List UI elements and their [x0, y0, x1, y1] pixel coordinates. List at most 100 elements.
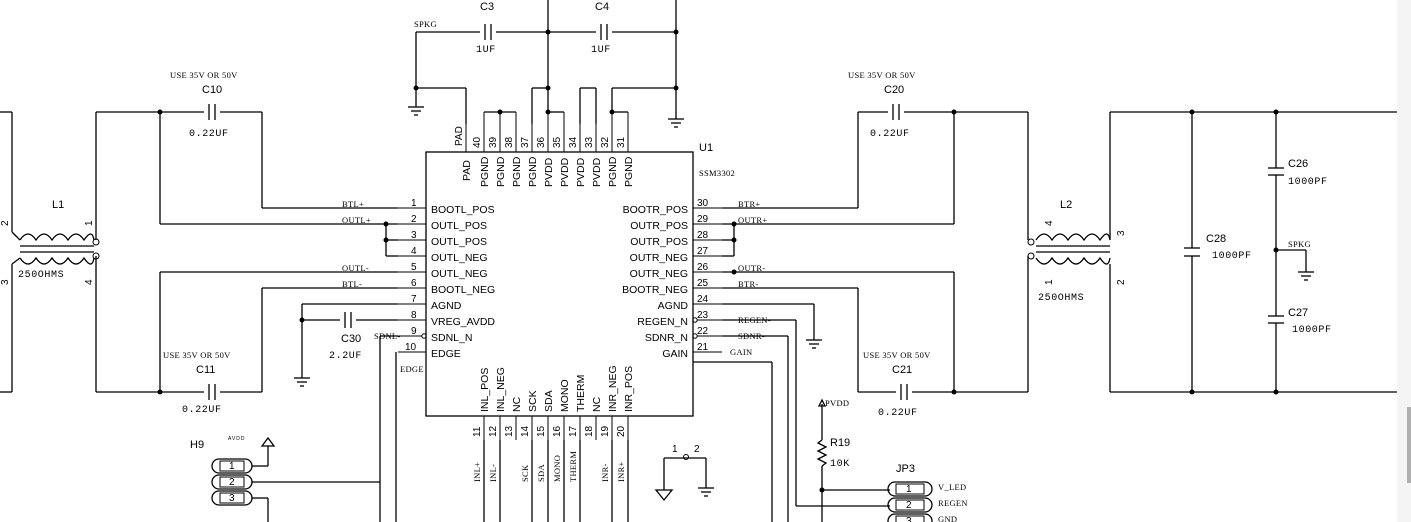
- spkg-net-top: SPKG: [414, 19, 437, 29]
- l2-pin-3: 3: [1116, 230, 1127, 236]
- pin-num-40: 40: [472, 136, 483, 148]
- jumper-pin-2: 2: [694, 444, 700, 455]
- net-mono: MONO: [552, 455, 562, 482]
- pin-name-pad: PAD: [461, 160, 473, 181]
- pin-num-3: 3: [411, 230, 417, 241]
- pin-num-16: 16: [552, 425, 563, 437]
- pin-name-27: OUTR_NEG: [630, 252, 688, 264]
- pin-name-10: EDGE: [431, 348, 461, 360]
- l1-pin-1: 1: [84, 220, 95, 226]
- pin-num-1: 1: [411, 198, 417, 209]
- left-output-stage: USE 35V OR 50V C10 0.22UF USE 35V OR 50V…: [0, 70, 424, 522]
- pin-name-39: PGND: [495, 156, 507, 187]
- c3-value: 1UF: [476, 45, 496, 56]
- ground-symbol: [668, 112, 684, 128]
- c30-ref: C30: [341, 333, 361, 345]
- net-sck: SCK: [520, 464, 530, 482]
- net-gain: GAIN: [730, 347, 752, 357]
- l2-choke: L2 250OHMS 4 3 1 2: [1027, 112, 1127, 392]
- u1-ref: U1: [699, 142, 713, 154]
- c10-value: 0.22UF: [189, 129, 229, 140]
- pin-name-2: OUTL_POS: [431, 220, 487, 232]
- pin-name-3: OUTL_POS: [431, 236, 487, 248]
- pin-num-13: 13: [504, 425, 515, 437]
- ground-symbol: [1298, 271, 1314, 281]
- h9-pin-1: 1: [229, 461, 235, 472]
- c3-ref: C3: [480, 1, 494, 13]
- pin-num-2: 2: [411, 214, 417, 225]
- l2-ref: L2: [1060, 199, 1072, 211]
- jp3-pin-2: 2: [906, 500, 912, 511]
- jp3-ref: JP3: [896, 463, 915, 475]
- pin-num-18: 18: [584, 425, 595, 437]
- c26-ref: C26: [1288, 158, 1308, 170]
- pin-name-21: GAIN: [662, 348, 688, 360]
- pin-num-38: 38: [504, 136, 515, 148]
- pin-name-5: OUTL_NEG: [431, 268, 488, 280]
- ground-symbol: [294, 377, 310, 387]
- c10-note: USE 35V OR 50V: [170, 70, 238, 80]
- u1-bottom-pins: 11 12 13 14 15 16 17 18 19 20 INL_POS IN…: [472, 365, 635, 522]
- solder-jumper: 1 2: [654, 444, 714, 502]
- l1-pin-3: 3: [0, 279, 11, 285]
- pin-num-26: 26: [697, 262, 709, 273]
- c4-value: 1UF: [591, 45, 611, 56]
- pin-name-37: PGND: [527, 156, 539, 187]
- c28-value: 1000PF: [1212, 251, 1252, 262]
- pin-name-22: SDNR_N: [645, 332, 688, 344]
- net-inr-pos: INR+: [616, 461, 626, 482]
- c26-value: 1000PF: [1288, 177, 1328, 188]
- u1-top-pins: PAD 40 39 38 37 36 35 34 33 32 31 PAD PG…: [454, 112, 635, 187]
- pin-name-35: PVDD: [559, 157, 571, 187]
- net-therm: THERM: [568, 451, 578, 482]
- c11-ref: C11: [196, 364, 215, 376]
- c21-note: USE 35V OR 50V: [863, 350, 931, 360]
- pin-num-17: 17: [568, 425, 579, 437]
- u1-part: SSM3302: [699, 168, 735, 178]
- spkg-net-right: SPKG: [1288, 239, 1311, 249]
- u1-top-bus: [484, 0, 628, 115]
- pin-num-11: 11: [472, 426, 483, 437]
- l1-ref: L1: [52, 199, 64, 211]
- pin-num-24: 24: [697, 294, 709, 305]
- net-btl-neg: BTL-: [342, 279, 362, 289]
- pin-num-31: 31: [616, 136, 627, 148]
- avdd-label: AVDD: [228, 436, 246, 442]
- l2-pin-4: 4: [1044, 220, 1055, 226]
- c11-note: USE 35V OR 50V: [163, 350, 231, 360]
- pin-num-21: 21: [697, 342, 709, 353]
- pin-num-14: 14: [520, 425, 531, 437]
- pin-name-33: PVDD: [591, 157, 603, 187]
- c27-ref: C27: [1288, 307, 1308, 319]
- c4-ref: C4: [595, 1, 609, 13]
- vertical-scrollbar[interactable]: [1397, 0, 1411, 522]
- pin-name-13: NC: [511, 396, 523, 412]
- u1-left-pins: 1 2 3 4 5 6 7 8 9 10 BOOTL_POS OUTL_POS …: [398, 198, 495, 360]
- r19-ref: R19: [830, 437, 850, 449]
- pin-num-9: 9: [411, 326, 417, 337]
- pin-name-19: INR_NEG: [607, 365, 619, 412]
- pin-num-34: 34: [568, 136, 579, 148]
- r19-value: 10K: [830, 459, 850, 470]
- pin-num-6: 6: [411, 278, 417, 289]
- net-inl-pos: INL+: [472, 462, 482, 482]
- l2-pin-1: 1: [1044, 279, 1055, 285]
- pin-num-30: 30: [697, 198, 709, 209]
- pin-num-19: 19: [600, 425, 611, 437]
- scrollbar-thumb[interactable]: [1407, 407, 1411, 483]
- pin-num-37: 37: [520, 136, 531, 148]
- pin-num-36: 36: [536, 136, 547, 148]
- pin-num-39: 39: [488, 136, 499, 148]
- net-btl-pos: BTL+: [342, 199, 364, 209]
- c11-value: 0.22UF: [182, 405, 222, 416]
- pin-name-8: VREG_AVDD: [431, 316, 495, 328]
- pin-num-33: 33: [584, 136, 595, 148]
- c21-ref: C21: [892, 364, 912, 376]
- pin-name-31: PGND: [623, 156, 635, 187]
- pin-num-7: 7: [411, 294, 417, 305]
- c20-value: 0.22UF: [870, 129, 910, 140]
- pvdd-label: PVDD: [825, 398, 849, 408]
- pin-name-18: NC: [591, 396, 603, 412]
- pin-name-7: AGND: [431, 300, 462, 312]
